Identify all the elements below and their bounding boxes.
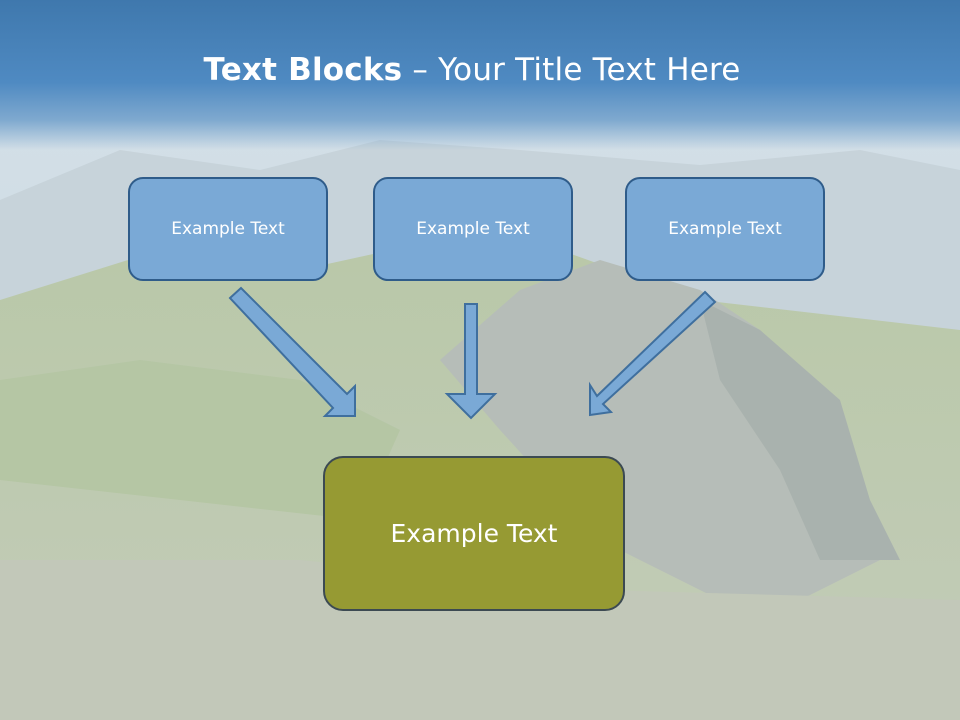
arrow-left-icon [228,286,356,417]
title-bold: Text Blocks [203,52,403,88]
title-rest: Your Title Text Here [438,52,741,88]
slide-title: Text Blocks – Your Title Text Here [0,52,944,88]
text-block-right[interactable]: Example Text [625,177,825,281]
text-block-left[interactable]: Example Text [128,177,328,281]
arrow-center-icon [444,303,498,420]
target-block[interactable]: Example Text [323,456,625,611]
arrow-right-icon [589,290,717,417]
title-bar [0,0,960,150]
title-separator: – [402,52,439,88]
text-block-center[interactable]: Example Text [373,177,573,281]
